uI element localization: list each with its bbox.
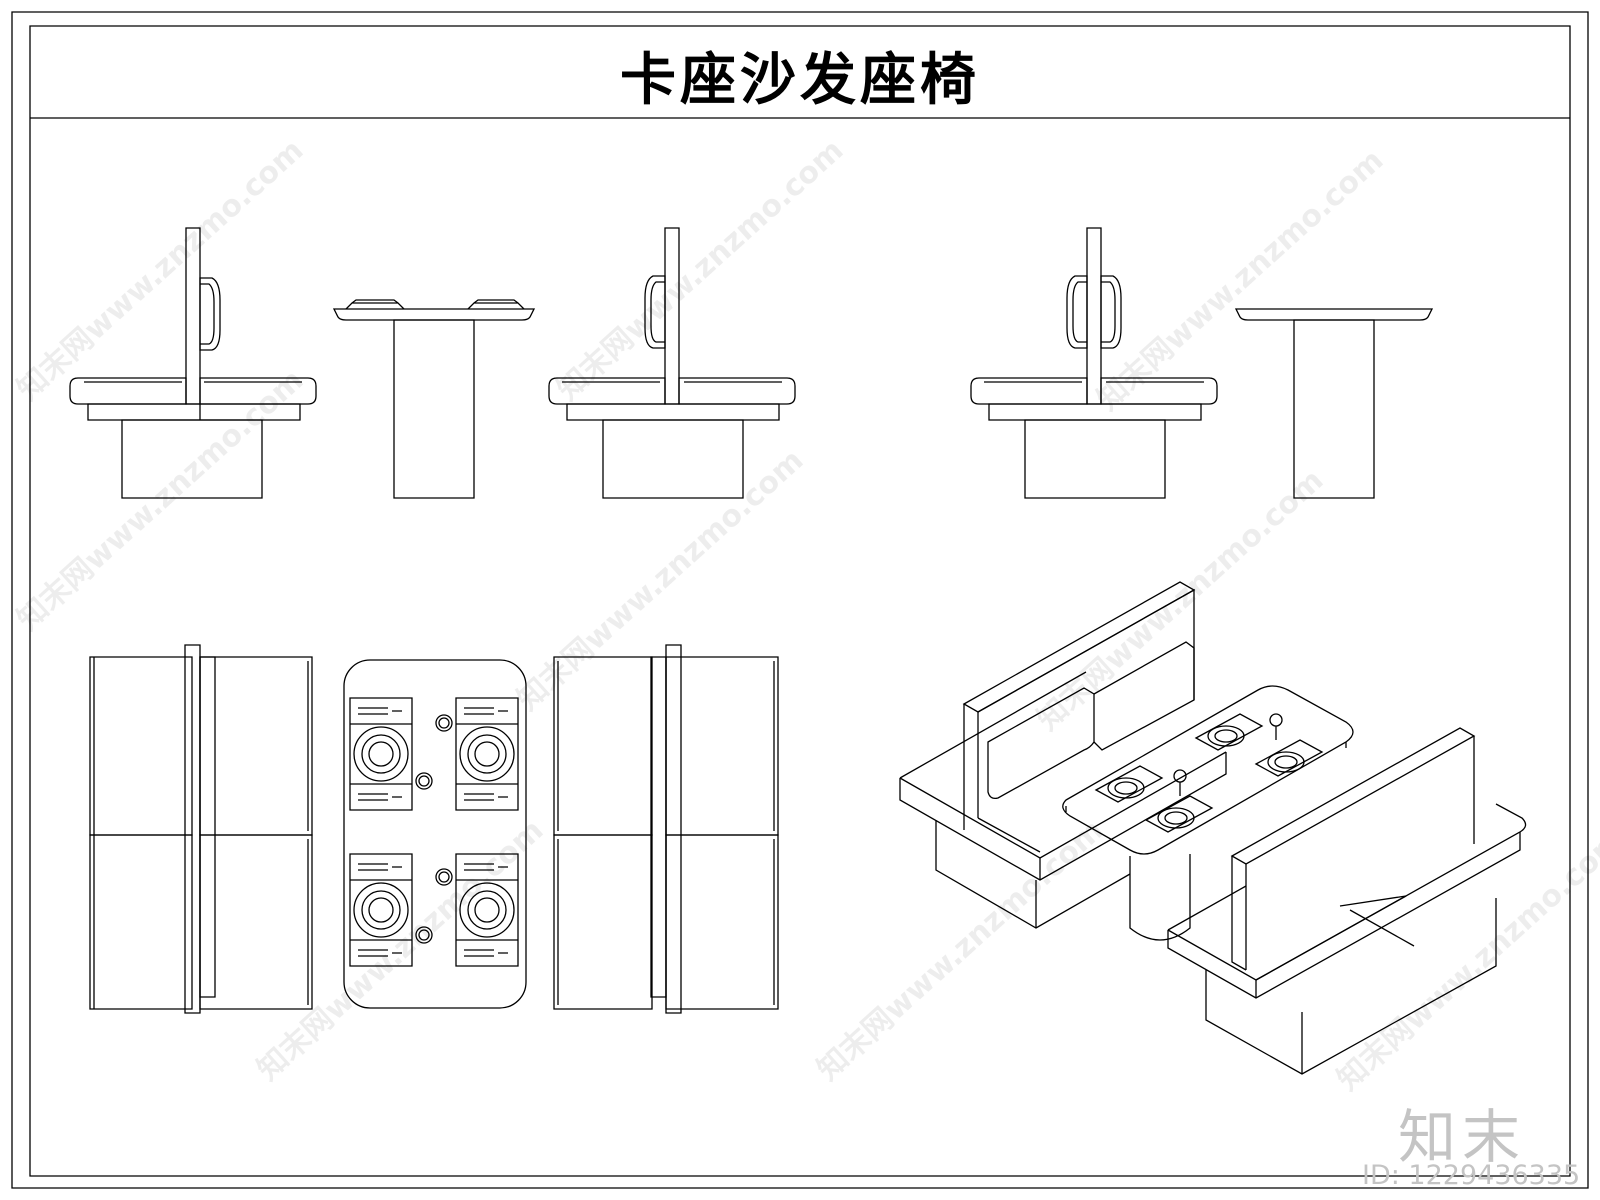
booth-isometric bbox=[900, 582, 1526, 1074]
inner-border bbox=[30, 26, 1570, 1176]
booth-plan-right bbox=[554, 645, 778, 1013]
booth-side-elevation-2 bbox=[549, 228, 795, 498]
table-settings bbox=[1096, 714, 1322, 832]
place-setting bbox=[456, 854, 518, 966]
booth-side-elevation-1 bbox=[70, 228, 316, 498]
place-setting bbox=[350, 854, 412, 966]
place-setting bbox=[350, 698, 412, 810]
outer-border bbox=[12, 12, 1588, 1188]
table-side-elevation-2 bbox=[1236, 309, 1432, 498]
id-label: ID: 1229436335 bbox=[1362, 1160, 1581, 1191]
brand-logo: 知末 bbox=[1398, 1103, 1527, 1171]
table-side-elevation-1 bbox=[334, 300, 534, 498]
place-setting bbox=[456, 698, 518, 810]
table-plan bbox=[344, 660, 526, 1008]
booth-plan-left bbox=[90, 645, 312, 1013]
booth-side-elevation-3 bbox=[971, 228, 1217, 498]
page-title: 卡座沙发座椅 bbox=[620, 47, 980, 113]
